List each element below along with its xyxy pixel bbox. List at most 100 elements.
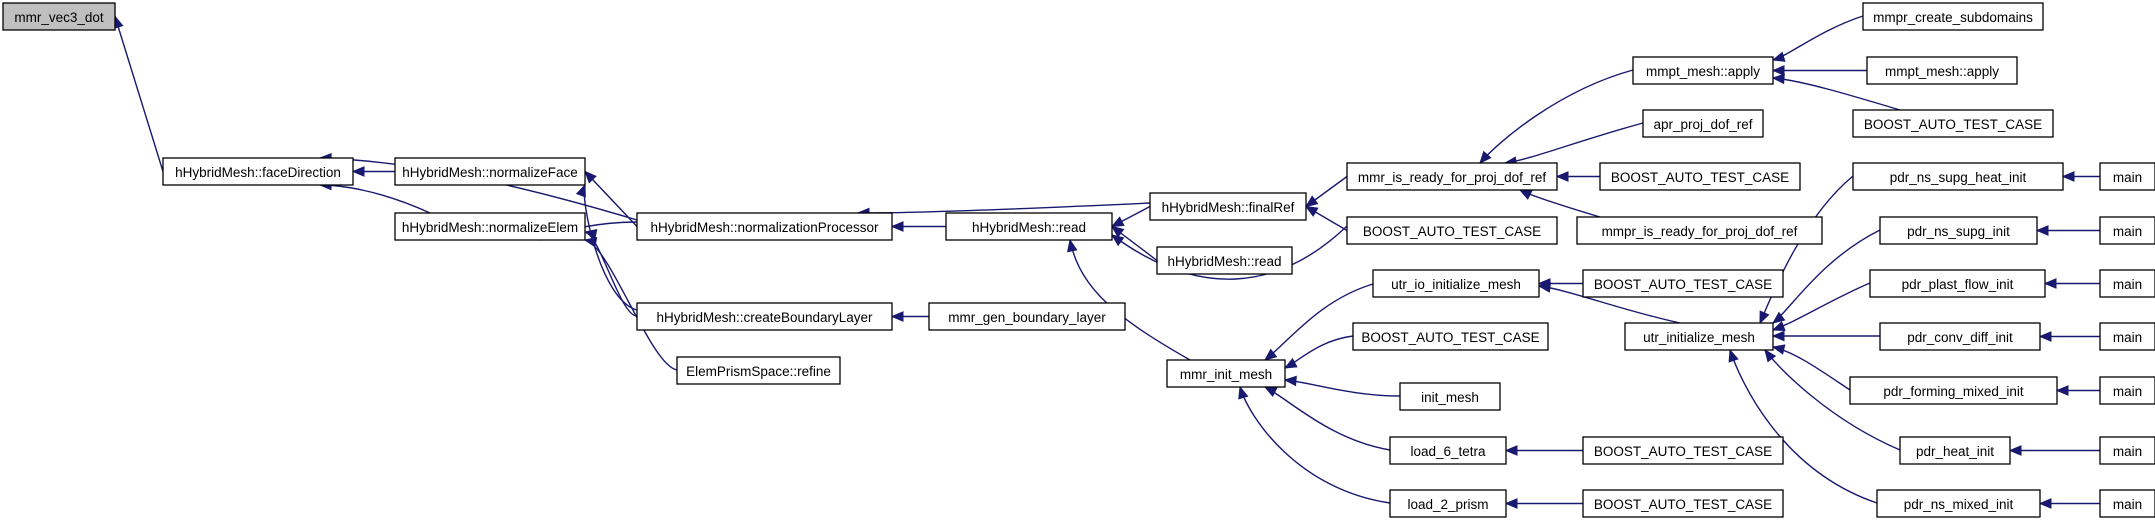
graph-node[interactable]: BOOST_AUTO_TEST_CASE [1582, 489, 1784, 518]
node-box[interactable] [2099, 376, 2155, 405]
graph-node[interactable]: hHybridMesh::createBoundaryLayer [636, 302, 893, 331]
node-box[interactable] [1879, 322, 2041, 351]
arrowhead-n42-to-n35 [2008, 445, 2022, 456]
graph-node[interactable]: apr_proj_dof_ref [1642, 109, 1764, 138]
node-box[interactable] [1576, 216, 1823, 245]
node-box[interactable] [162, 157, 354, 186]
graph-node[interactable]: load_2_prism [1389, 489, 1507, 518]
arrowhead-n21-to-n12 [1555, 171, 1569, 182]
node-box[interactable] [1166, 359, 1286, 388]
edges-layer [113, 15, 2100, 509]
node-box[interactable] [636, 302, 893, 331]
node-box[interactable] [1624, 322, 1774, 351]
node-box[interactable] [2099, 436, 2155, 465]
graph-node[interactable]: init_mesh [1399, 382, 1501, 411]
graph-node[interactable]: BOOST_AUTO_TEST_CASE [1599, 162, 1801, 191]
node-label: ElemPrismSpace::refine [686, 364, 831, 379]
node-box[interactable] [1866, 56, 2018, 85]
graph-node[interactable]: BOOST_AUTO_TEST_CASE [1852, 109, 2054, 138]
node-box[interactable] [394, 157, 586, 186]
graph-node[interactable]: mmr_vec3_dot [2, 2, 116, 31]
graph-node[interactable]: hHybridMesh::read [1156, 246, 1293, 275]
node-box[interactable] [1632, 56, 1774, 85]
graph-node[interactable]: main [2099, 216, 2155, 245]
node-box[interactable] [1876, 489, 2041, 518]
node-box[interactable] [1852, 109, 2054, 138]
graph-node[interactable]: BOOST_AUTO_TEST_CASE [1346, 216, 1558, 245]
arrowhead-n25-to-n17 [1504, 445, 1518, 456]
graph-node[interactable]: pdr_conv_diff_init [1879, 322, 2041, 351]
graph-node[interactable]: load_6_tetra [1389, 436, 1507, 465]
node-box[interactable] [676, 356, 841, 385]
node-box[interactable] [1852, 162, 2064, 191]
graph-node[interactable]: BOOST_AUTO_TEST_CASE [1352, 322, 1549, 351]
graph-node[interactable]: hHybridMesh::faceDirection [162, 157, 354, 186]
graph-node[interactable]: mmr_gen_boundary_layer [928, 302, 1126, 331]
graph-node[interactable]: ElemPrismSpace::refine [676, 356, 841, 385]
graph-node[interactable]: utr_io_initialize_mesh [1372, 269, 1540, 298]
node-box[interactable] [1582, 436, 1784, 465]
graph-node[interactable]: mmpr_is_ready_for_proj_dof_ref [1576, 216, 1823, 245]
node-box[interactable] [1869, 269, 2046, 298]
graph-node[interactable]: main [2099, 322, 2155, 351]
node-label: utr_initialize_mesh [1643, 330, 1755, 345]
node-box[interactable] [1642, 109, 1764, 138]
graph-node[interactable]: mmr_is_ready_for_proj_dof_ref [1346, 162, 1558, 191]
graph-node[interactable]: BOOST_AUTO_TEST_CASE [1582, 436, 1784, 465]
graph-node[interactable]: mmr_init_mesh [1166, 359, 1286, 388]
node-box[interactable] [1582, 269, 1784, 298]
graph-node[interactable]: utr_initialize_mesh [1624, 322, 1774, 351]
node-box[interactable] [945, 212, 1113, 241]
edge-n9-to-n4 [857, 202, 1151, 214]
graph-node[interactable]: hHybridMesh::normalizeFace [394, 157, 586, 186]
graph-node[interactable]: main [2099, 162, 2155, 191]
node-box[interactable] [1156, 246, 1293, 275]
node-box[interactable] [2099, 322, 2155, 351]
node-box[interactable] [1599, 162, 1801, 191]
graph-node[interactable]: hHybridMesh::normalizationProcessor [636, 212, 893, 241]
graph-node[interactable]: hHybridMesh::finalRef [1149, 192, 1307, 221]
arrowhead-n33-to-n24 [1771, 330, 1785, 342]
node-box[interactable] [1389, 436, 1507, 465]
node-box[interactable] [1389, 489, 1507, 518]
graph-node[interactable]: pdr_ns_supg_init [1879, 216, 2038, 245]
graph-node[interactable]: hHybridMesh::read [945, 212, 1113, 241]
arrowhead-n5-to-n2 [575, 183, 586, 198]
node-label: mmr_is_ready_for_proj_dof_ref [1358, 170, 1547, 185]
graph-node[interactable]: pdr_plast_flow_init [1869, 269, 2046, 298]
graph-node[interactable]: hHybridMesh::normalizeElem [394, 212, 586, 241]
node-box[interactable] [2099, 162, 2155, 191]
node-box[interactable] [636, 212, 893, 241]
graph-node[interactable]: mmpt_mesh::apply [1632, 56, 1774, 85]
node-box[interactable] [394, 212, 586, 241]
graph-node[interactable]: main [2099, 489, 2155, 518]
node-box[interactable] [1879, 216, 2038, 245]
node-box[interactable] [1582, 489, 1784, 518]
root-node-box[interactable] [2, 2, 116, 31]
graph-node[interactable]: pdr_ns_supg_heat_init [1852, 162, 2064, 191]
node-box[interactable] [1849, 376, 2058, 405]
graph-node[interactable]: pdr_heat_init [1899, 436, 2011, 465]
graph-node[interactable]: mmpt_mesh::apply [1866, 56, 2018, 85]
arrowhead-n5-to-n3 [583, 229, 598, 240]
node-box[interactable] [1149, 192, 1307, 221]
graph-node[interactable]: main [2099, 269, 2155, 298]
node-box[interactable] [1899, 436, 2011, 465]
graph-node[interactable]: BOOST_AUTO_TEST_CASE [1582, 269, 1784, 298]
node-box[interactable] [928, 302, 1126, 331]
node-box[interactable] [1346, 216, 1558, 245]
graph-node[interactable]: main [2099, 436, 2155, 465]
node-label: load_2_prism [1407, 497, 1488, 512]
graph-node[interactable]: pdr_ns_mixed_init [1876, 489, 2041, 518]
node-box[interactable] [1346, 162, 1558, 191]
node-box[interactable] [2099, 216, 2155, 245]
node-box[interactable] [2099, 269, 2155, 298]
graph-node[interactable]: mmpr_create_subdomains [1862, 2, 2044, 31]
node-box[interactable] [1399, 382, 1501, 411]
node-box[interactable] [1862, 2, 2044, 31]
graph-node[interactable]: pdr_forming_mixed_init [1849, 376, 2058, 405]
graph-node[interactable]: main [2099, 376, 2155, 405]
node-box[interactable] [1352, 322, 1549, 351]
node-box[interactable] [2099, 489, 2155, 518]
node-box[interactable] [1372, 269, 1540, 298]
